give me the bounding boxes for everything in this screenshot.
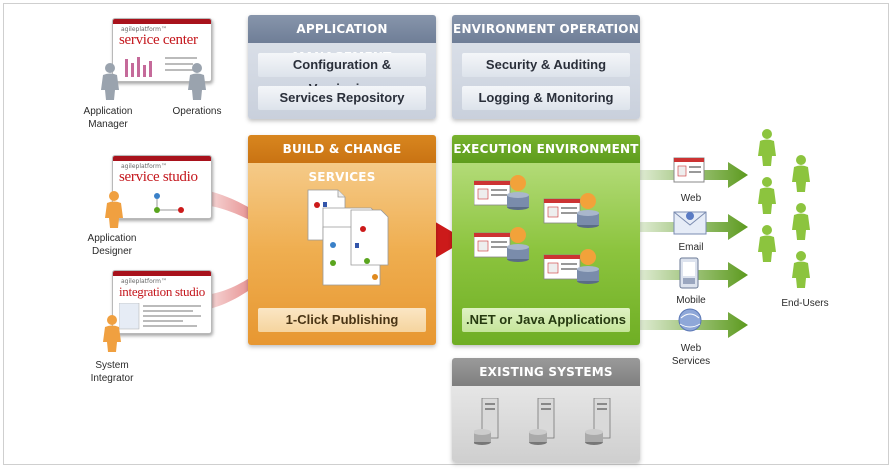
product-name: integration studio [119,284,205,299]
product-name: service center [119,32,198,48]
bar-graph-icon [125,57,197,77]
email-icon [673,211,707,235]
channel-mobile: Mobile [676,295,706,306]
person-icons-roles [101,63,206,352]
panel-title: BUILD & CHANGE SERVICES [248,135,436,184]
item-dotnet-java-applications: .NET or Java Applications [462,308,630,332]
application-servers-icon [474,175,600,285]
service-center-screenshot: agileplatform™ service center [112,18,212,82]
brand-label: agileplatform™ [121,278,168,285]
panel-title: APPLICATION MANAGEMENT [248,15,436,64]
panel-build-change-services: BUILD & CHANGE SERVICES 1-Click Publishi… [248,135,436,345]
end-users-icons [758,129,810,288]
mobile-icon [679,257,699,289]
brand-label: agileplatform™ [121,163,168,170]
panel-title: EXISTING SYSTEMS [452,358,640,386]
panel-execution-environment: EXECUTION ENVIRONMENT .NET or Java Appli… [452,135,640,345]
panel-application-management: APPLICATION MANAGEMENT Configuration & V… [248,15,436,119]
table-grid-icon [119,303,201,330]
item-configuration-versioning: Configuration & Versioning [258,53,426,96]
service-studio-screenshot: agileplatform™ service studio [112,155,212,219]
database-servers-icon [474,398,611,446]
role-operations: Operations [172,106,222,117]
product-name: service studio [119,169,198,185]
documents-icon [307,189,389,286]
item-logging-monitoring: Logging & Monitoring [462,86,630,110]
role-application-manager: Application Manager [83,106,133,130]
end-users-label: End-Users [781,298,829,309]
flow-graph-icon [154,193,184,213]
channel-email: Email [678,242,704,253]
panel-existing-systems: EXISTING SYSTEMS [452,358,640,462]
diagram-frame [3,3,889,465]
panel-title: ENVIRONMENT OPERATION [452,15,640,43]
item-security-auditing: Security & Auditing [462,53,630,77]
channel-web: Web [680,193,702,204]
brand-label: agileplatform™ [121,26,168,33]
item-1-click-publishing: 1-Click Publishing [258,308,426,332]
integration-studio-screenshot: agileplatform™ integration studio [112,270,212,334]
panel-environment-operation: ENVIRONMENT OPERATION Security & Auditin… [452,15,640,119]
channel-icons [673,157,707,332]
role-system-integrator: System Integrator [90,360,134,384]
web-services-icon [678,308,702,332]
item-services-repository: Services Repository [258,86,426,110]
web-icon [673,157,705,183]
role-application-designer: Application Designer [87,233,137,257]
channel-web-services: Web Services [671,343,711,367]
panel-title: EXECUTION ENVIRONMENT [452,135,640,163]
